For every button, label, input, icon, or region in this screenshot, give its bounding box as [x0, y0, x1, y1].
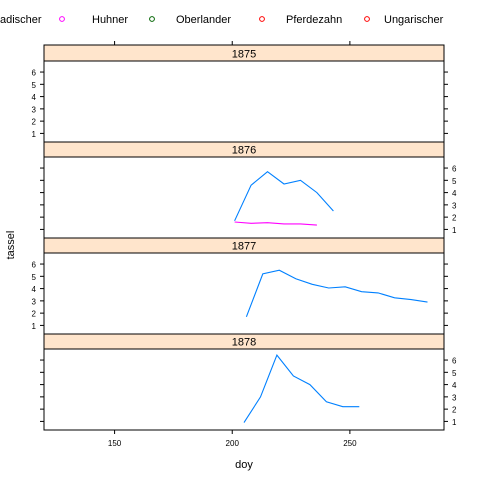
legend-label-oberlander: Oberlander [176, 14, 231, 26]
y-tick-label-1876-6: 6 [452, 165, 457, 174]
legend-label-badischer: adischer [0, 14, 42, 26]
plot-frame-1875 [43, 60, 445, 143]
legend-label-huhner: Huhner [92, 14, 128, 26]
plot-frame-1878 [43, 348, 445, 431]
y-tick-label-1876-3: 3 [452, 201, 457, 210]
y-tick-label-1877-3: 3 [32, 297, 37, 306]
y-tick-label-1876-5: 5 [452, 177, 457, 186]
y-tick-label-1876-1: 1 [452, 226, 457, 235]
series-line-badischer-1878 [243, 354, 360, 423]
strip-label-1878: 1878 [232, 337, 256, 349]
axes: 1 2 3 4 5 6 1 2 3 4 5 6 1 2 3 4 5 6 1 2 3 4 5 6 150 200 250 [32, 41, 457, 448]
panel-1876: 1876 [43, 141, 445, 239]
y-tick-label-1876-4: 4 [452, 189, 457, 198]
legend-symbol-oberlander [149, 16, 155, 22]
y-tick-label-1876-2: 2 [452, 214, 457, 223]
series-line-badischer-1876 [234, 171, 334, 222]
legend-symbol-pferdezahn [259, 16, 265, 22]
y-tick-label-1878-6: 6 [452, 357, 457, 366]
y-tick-label-1878-3: 3 [452, 393, 457, 402]
panels: 1875 1876 1877 1878 [43, 44, 445, 431]
y-tick-label-1877-5: 5 [32, 273, 37, 282]
y-tick-label-1878-4: 4 [452, 381, 457, 390]
x-tick-label-200: 200 [226, 439, 240, 448]
series-line-huhner-1876 [234, 221, 317, 226]
y-tick-label-1875-5: 5 [32, 81, 37, 90]
panel-1877: 1877 [43, 237, 445, 335]
plot-frame-1876 [43, 156, 445, 239]
y-tick-label-1875-4: 4 [32, 93, 37, 102]
x-tick-label-150: 150 [108, 439, 122, 448]
y-tick-label-1877-2: 2 [32, 310, 37, 319]
y-tick-label-1877-4: 4 [32, 285, 37, 294]
series-line-badischer-1877 [245, 269, 428, 317]
panel-1878: 1878 [43, 333, 445, 431]
y-tick-label-1877-6: 6 [32, 261, 37, 270]
legend: adischer Huhner Oberlander Pferdezahn Ungari… [0, 14, 444, 26]
y-tick-label-1875-6: 6 [32, 69, 37, 78]
y-tick-label-1878-2: 2 [452, 406, 457, 415]
y-tick-label-1877-1: 1 [32, 322, 37, 331]
y-tick-label-1875-3: 3 [32, 105, 37, 114]
y-tick-label-1878-1: 1 [452, 418, 457, 427]
legend-label-ungarischer: Ungarischer [384, 14, 444, 26]
legend-symbol-ungarischer [364, 16, 370, 22]
y-tick-label-1875-2: 2 [32, 118, 37, 127]
legend-symbol-huhner [59, 16, 65, 22]
strip-label-1876: 1876 [232, 145, 256, 157]
y-tick-label-1878-5: 5 [452, 369, 457, 378]
y-tick-label-1875-1: 1 [32, 130, 37, 139]
panel-1875: 1875 [43, 44, 445, 143]
strip-label-1875: 1875 [232, 49, 256, 61]
strip-label-1877: 1877 [232, 241, 256, 253]
x-axis-label: doy [235, 459, 253, 471]
legend-label-pferdezahn: Pferdezahn [286, 14, 342, 26]
plot-frame-1877 [43, 252, 445, 335]
y-axis-label: tassel [5, 231, 17, 260]
x-tick-label-250: 250 [343, 439, 357, 448]
